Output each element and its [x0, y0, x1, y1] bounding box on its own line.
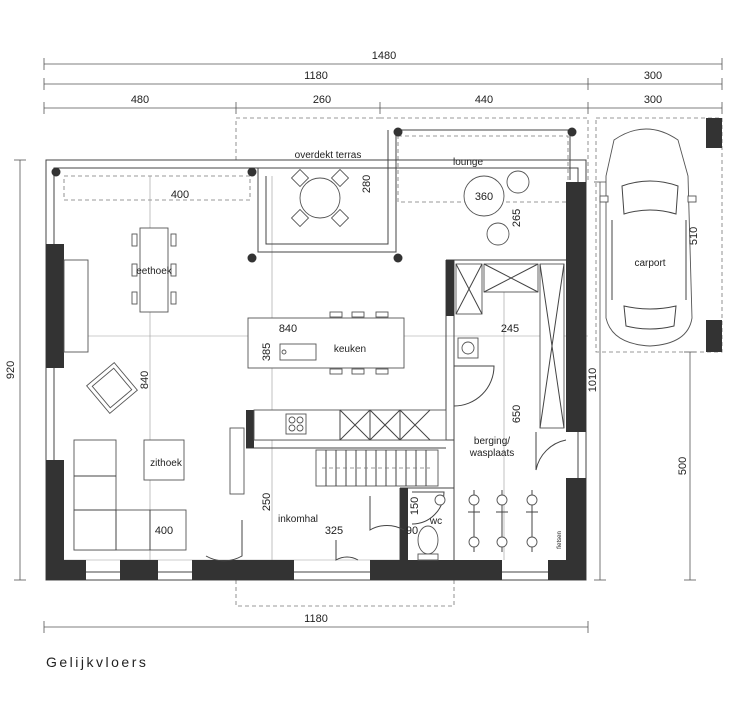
plan-title: Gelijkvloers [46, 654, 148, 670]
dim-seg-right: 440 [475, 94, 493, 106]
dim-carport-length: 510 [688, 227, 700, 245]
stairs [315, 449, 439, 487]
dim-top-total: 1480 [372, 50, 396, 62]
label-terras: overdekt terras [295, 150, 362, 161]
label-keuken: keuken [334, 344, 366, 355]
top-dimensions: 1480 1180 300 480 260 440 300 [43, 50, 723, 114]
dim-inkomhal-depth: 250 [261, 493, 273, 511]
room-labels: overdekt terras lounge eethoek keuken zi… [136, 150, 666, 549]
label-fietsen: fietsen [557, 531, 563, 549]
dim-right-house: 1010 [587, 368, 599, 392]
dim-right-lower: 500 [677, 457, 689, 475]
dim-seg-carport: 300 [644, 94, 662, 106]
dim-zithoek-length: 840 [139, 371, 151, 389]
dim-terras-depth: 280 [361, 175, 373, 193]
dashed-outlines [63, 117, 723, 607]
tv-unit [229, 427, 245, 495]
dim-wc-width: 90 [406, 525, 418, 537]
cabinet [63, 259, 89, 353]
label-eethoek: eethoek [136, 266, 173, 277]
car [599, 128, 697, 347]
dim-left-height: 920 [5, 361, 17, 379]
kitchen-counter [253, 409, 447, 441]
sofa [73, 439, 187, 551]
dim-inkomhal-width: 325 [325, 525, 343, 537]
dim-seg-middle: 260 [313, 94, 331, 106]
dim-lounge-table: 360 [475, 191, 493, 203]
label-inkomhal: inkomhal [278, 514, 318, 525]
side-dimensions: 920 1010 500 [5, 159, 696, 581]
dim-zithoek-width: 400 [155, 525, 173, 537]
dim-bottom-total: 1180 [304, 613, 328, 625]
dim-keuken-width: 840 [279, 323, 297, 335]
bottom-dimension: 1180 [43, 613, 589, 633]
wc-fixtures [417, 494, 446, 561]
dim-seg-left: 480 [131, 94, 149, 106]
label-carport: carport [634, 258, 665, 269]
interior-dimensions: 400 840 400 840 385 245 650 280 265 360 … [139, 175, 700, 537]
coffee-table [143, 439, 185, 481]
dim-keuken-depth: 385 [261, 343, 273, 361]
armchair [86, 362, 138, 414]
label-lounge: lounge [453, 157, 483, 168]
dim-top-carport-upper: 300 [644, 70, 662, 82]
kitchen-island [247, 311, 405, 375]
dining-table [131, 227, 177, 313]
columns [51, 127, 577, 263]
doors [205, 365, 567, 562]
tall-cabinets [455, 263, 565, 429]
label-berging: berging/ [474, 436, 510, 447]
dim-eethoek-width: 400 [171, 189, 189, 201]
dim-wc-length: 150 [409, 497, 421, 515]
dim-berging-length: 650 [511, 405, 523, 423]
dim-berging-width: 245 [501, 323, 519, 335]
dim-top-house: 1180 [304, 70, 328, 82]
lounge-furniture [463, 170, 530, 246]
dim-lounge-depth: 265 [511, 209, 523, 227]
solid-walls [46, 118, 722, 580]
label-wc: wc [429, 516, 442, 527]
label-wasplaats: wasplaats [469, 448, 514, 459]
bicycles [468, 490, 538, 552]
terrace-dining-set [290, 168, 350, 228]
label-zithoek: zithoek [150, 458, 183, 469]
